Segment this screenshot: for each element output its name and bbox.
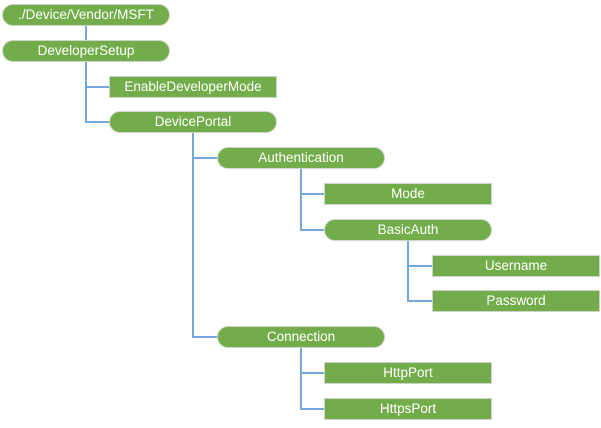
node-label: Authentication (258, 150, 344, 166)
tree-node-http-port: HttpPort (324, 362, 492, 384)
node-label: HttpsPort (379, 401, 437, 417)
node-label: Mode (391, 186, 425, 202)
tree-node-enable-developer-mode: EnableDeveloperMode (109, 76, 277, 98)
tree-node-username: Username (432, 255, 600, 277)
node-label: HttpPort (383, 365, 433, 381)
tree-node-authentication: Authentication (217, 147, 385, 169)
node-label: EnableDeveloperMode (124, 79, 262, 95)
tree-node-mode: Mode (324, 183, 492, 205)
tree-node-basic-auth: BasicAuth (324, 219, 492, 241)
tree-node-password: Password (432, 290, 600, 312)
tree-node-connection: Connection (217, 326, 385, 348)
node-label: Password (486, 293, 546, 309)
tree-node-msft-root: ./Device/Vendor/MSFT (2, 4, 170, 26)
node-label: Connection (266, 329, 336, 345)
tree-node-device-portal: DevicePortal (109, 111, 277, 133)
tree-node-https-port: HttpsPort (324, 398, 492, 420)
node-label: DeveloperSetup (37, 43, 135, 59)
node-label: Username (484, 258, 548, 274)
node-label: DevicePortal (154, 114, 232, 130)
node-label: ./Device/Vendor/MSFT (18, 7, 154, 23)
node-label: BasicAuth (377, 222, 439, 238)
tree-node-developer-setup: DeveloperSetup (2, 40, 170, 62)
